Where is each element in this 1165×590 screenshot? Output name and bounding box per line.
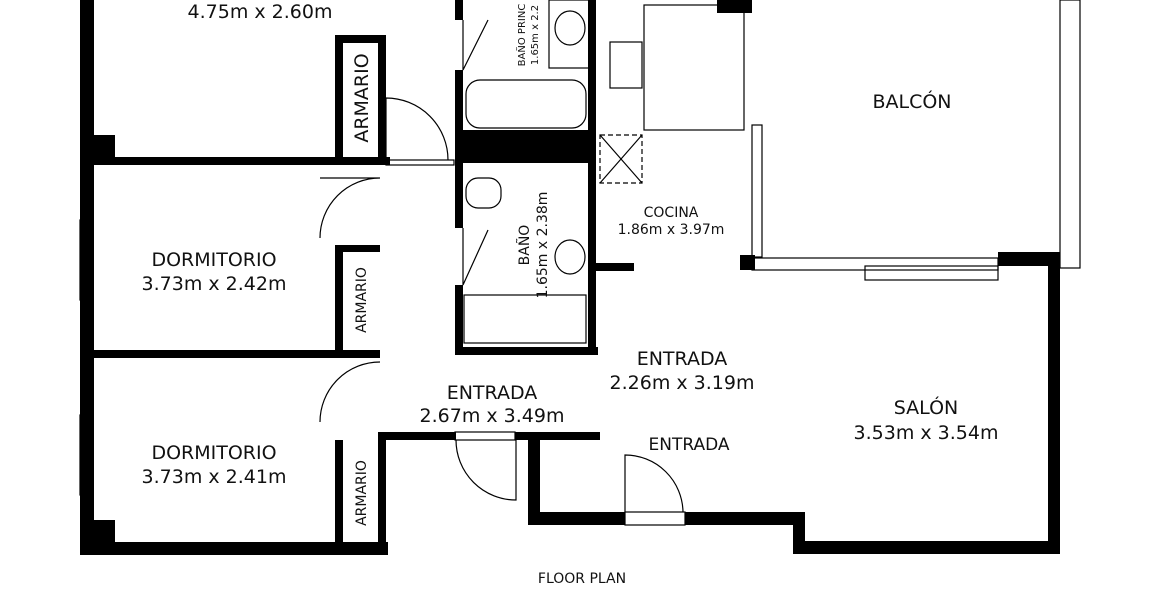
closet-3-name: ARMARIO [354,460,370,526]
closet-1-name: ARMARIO [351,53,373,142]
main-bath-name: BAÑO PRINC [515,4,528,67]
room-labels: 4.75m x 2.60m DORMITORIO 3.73m x 2.42m D… [142,1,999,526]
plan-title: FLOOR PLAN [538,571,626,587]
closet-2-name: ARMARIO [354,267,370,333]
top-bedroom-dims: 4.75m x 2.60m [188,1,333,23]
kitchen-name: COCINA [644,205,699,221]
bath-dims: 1.65m x 2.38m [535,192,551,299]
balcony-name: BALCÓN [872,89,951,113]
hall-2-name: ENTRADA [447,382,538,404]
main-bath-dims: 1.65m x 2.2 [530,5,541,65]
hall-3-name: ENTRADA [648,435,729,455]
fixtures [79,0,1081,526]
bedroom-3-name: DORMITORIO [151,442,276,464]
bedroom-3-dims: 3.73m x 2.41m [142,466,287,488]
doors [319,19,684,513]
living-dims: 3.53m x 3.54m [854,422,999,444]
kitchen-dims: 1.86m x 3.97m [618,222,725,238]
bedroom-2-dims: 3.73m x 2.42m [142,273,287,295]
living-name: SALÓN [894,395,959,419]
hall-2-dims: 2.67m x 3.49m [420,405,565,427]
bedroom-2-name: DORMITORIO [151,249,276,271]
bath-name: BAÑO [516,225,533,266]
hall-1-name: ENTRADA [637,348,728,370]
hall-1-dims: 2.26m x 3.19m [610,372,755,394]
walls [80,0,1060,555]
